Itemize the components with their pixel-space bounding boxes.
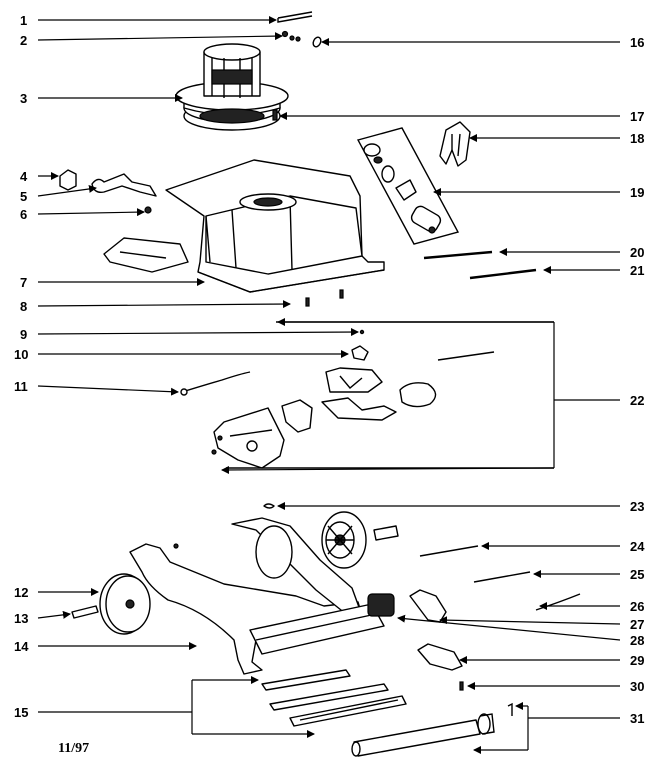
part-1-drawing bbox=[277, 11, 313, 23]
callout-2: 2 bbox=[20, 33, 27, 48]
part-20-drawing bbox=[423, 250, 493, 260]
callout-29: 29 bbox=[630, 653, 644, 668]
leader-28 bbox=[397, 614, 621, 641]
part-29-drawing bbox=[417, 643, 463, 671]
part-16-drawing bbox=[312, 36, 322, 48]
callout-6: 6 bbox=[20, 207, 27, 222]
part-13-drawing bbox=[71, 605, 99, 619]
leader-11 bbox=[37, 385, 179, 396]
part-15-brushroll-drawing bbox=[261, 669, 407, 727]
callout-9: 9 bbox=[20, 327, 27, 342]
callout-3: 3 bbox=[20, 91, 27, 106]
leader-22-bottom bbox=[221, 465, 555, 474]
part-5-drawing bbox=[91, 173, 157, 197]
callout-17: 17 bbox=[630, 109, 644, 124]
callout-5: 5 bbox=[20, 189, 27, 204]
leader-2 bbox=[37, 32, 283, 41]
callout-1: 1 bbox=[20, 13, 27, 28]
part-26-drawing bbox=[535, 593, 581, 611]
rear-wheel-drawing bbox=[321, 511, 399, 569]
callout-7: 7 bbox=[20, 275, 27, 290]
callout-16: 16 bbox=[630, 35, 644, 50]
part-25-drawing bbox=[473, 571, 531, 583]
leader-22-bracket bbox=[553, 322, 620, 468]
part-21-drawing bbox=[469, 268, 537, 280]
leader-13 bbox=[37, 610, 71, 619]
callout-15: 15 bbox=[14, 705, 28, 720]
leader-8 bbox=[37, 300, 291, 309]
part-30-drawing bbox=[459, 681, 464, 691]
callout-numbers: 1 2 3 4 5 6 7 8 9 10 11 12 13 14 15 16 1… bbox=[14, 13, 645, 726]
callout-12: 12 bbox=[14, 585, 28, 600]
part-4-drawing bbox=[59, 169, 77, 191]
leader-5 bbox=[37, 184, 97, 197]
part-7-housing-drawing bbox=[103, 159, 385, 293]
callout-20: 20 bbox=[630, 245, 644, 260]
callout-30: 30 bbox=[630, 679, 644, 694]
part-3-motor-drawing bbox=[175, 43, 289, 131]
part-19-drawing bbox=[356, 127, 460, 245]
callout-31: 31 bbox=[630, 711, 644, 726]
callout-23: 23 bbox=[630, 499, 644, 514]
part-24-drawing bbox=[419, 545, 479, 557]
leader-9 bbox=[37, 328, 359, 337]
callout-11: 11 bbox=[14, 379, 28, 394]
part-31-wand-drawing bbox=[351, 702, 513, 757]
callout-21: 21 bbox=[630, 263, 644, 278]
callout-19: 19 bbox=[630, 185, 644, 200]
leader-6 bbox=[37, 208, 145, 217]
part-22-group-drawing bbox=[180, 321, 554, 469]
part-8-drawing bbox=[305, 289, 344, 307]
callout-25: 25 bbox=[630, 567, 644, 582]
callout-13: 13 bbox=[14, 611, 28, 626]
part-23-drawing bbox=[263, 503, 275, 509]
callout-14: 14 bbox=[14, 639, 29, 654]
part-14-base-drawing bbox=[129, 517, 395, 675]
callout-4: 4 bbox=[20, 169, 28, 184]
date-code: 11/97 bbox=[58, 741, 89, 756]
callout-8: 8 bbox=[20, 299, 27, 314]
part-2-drawing bbox=[281, 30, 301, 42]
callout-22: 22 bbox=[630, 393, 644, 408]
part-27-drawing bbox=[409, 589, 447, 623]
callout-10: 10 bbox=[14, 347, 28, 362]
leader-27 bbox=[439, 616, 621, 625]
leader-31-trunk bbox=[527, 706, 620, 750]
callout-24: 24 bbox=[630, 539, 645, 554]
leader-lines bbox=[37, 16, 621, 754]
part-6-drawing bbox=[144, 206, 152, 214]
part-18-drawing bbox=[439, 121, 471, 167]
part-12-wheel-drawing bbox=[99, 573, 151, 635]
callout-27: 27 bbox=[630, 617, 644, 632]
callout-26: 26 bbox=[630, 599, 644, 614]
part-17-drawing bbox=[272, 109, 278, 121]
callout-18: 18 bbox=[630, 131, 644, 146]
leader-15-trunk bbox=[38, 680, 193, 734]
callout-28: 28 bbox=[630, 633, 644, 648]
